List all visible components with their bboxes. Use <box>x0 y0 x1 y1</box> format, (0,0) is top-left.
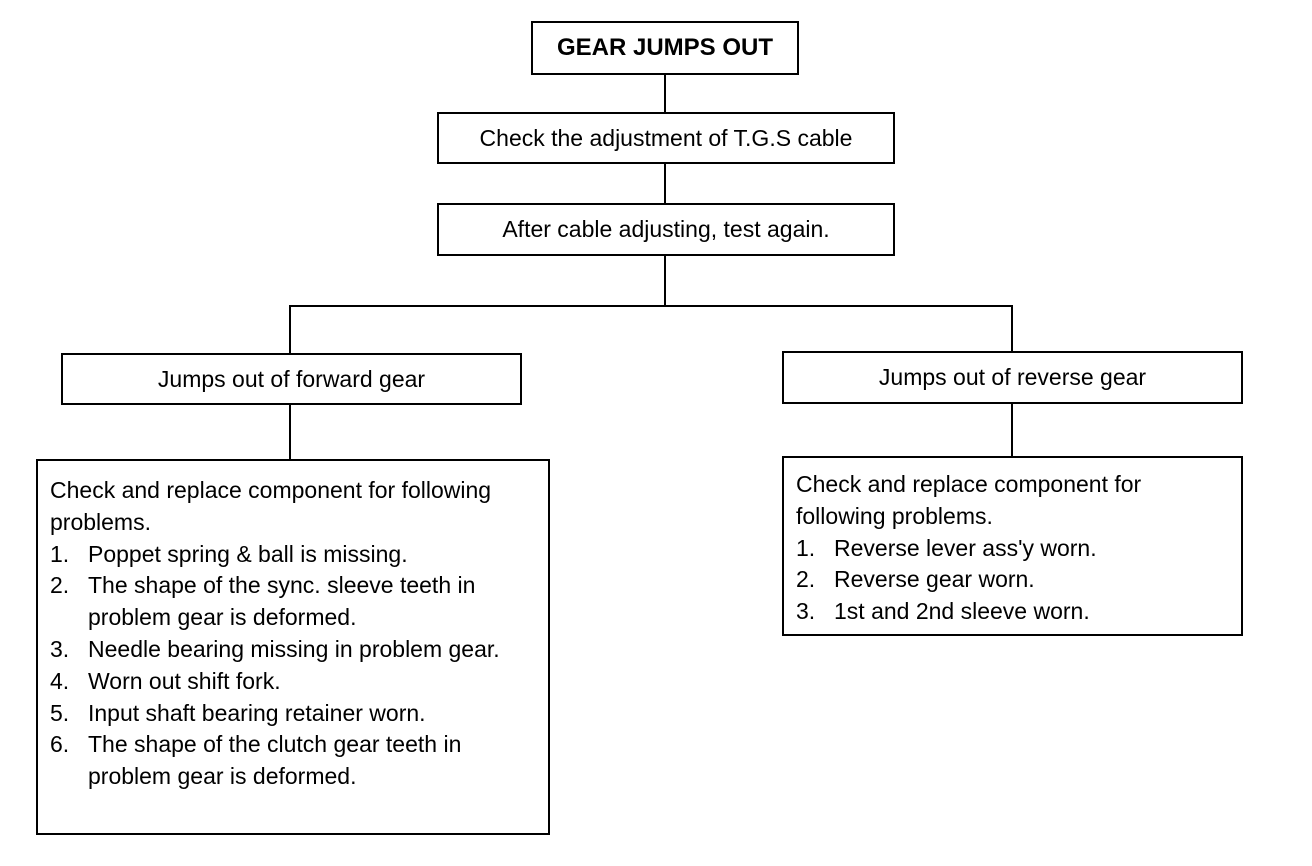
forward-gear-box: Jumps out of forward gear <box>61 353 522 405</box>
list-item: 2. The shape of the sync. sleeve teeth in… <box>50 570 538 634</box>
item-text: The shape of the clutch gear teeth in pr… <box>88 731 462 790</box>
item-number: 2. <box>796 566 816 593</box>
test-again-label: After cable adjusting, test again. <box>502 216 830 242</box>
connector-branch-horizontal <box>289 305 1013 307</box>
forward-problems-list: 1. Poppet spring & ball is missing. 2. The… <box>50 539 538 793</box>
reverse-problems-list: 1. Reverse lever ass'y worn. 2. Reverse ge… <box>796 533 1231 628</box>
item-number: 1. <box>50 540 70 567</box>
list-item: 4. Worn out shift fork. <box>50 666 538 698</box>
item-text: Reverse gear worn. <box>834 566 1035 593</box>
list-item: 6. The shape of the clutch gear teeth in … <box>50 729 538 793</box>
item-text: 1st and 2nd sleeve worn. <box>834 598 1090 625</box>
test-again-box: After cable adjusting, test again. <box>437 203 895 256</box>
item-number: 5. <box>50 699 70 726</box>
list-item: 3. Needle bearing missing in problem gear… <box>50 634 538 666</box>
connector-split-to-reverse <box>1011 305 1013 351</box>
reverse-problems-intro: Check and replace component for followin… <box>796 471 1142 529</box>
reverse-gear-label: Jumps out of reverse gear <box>878 364 1147 390</box>
item-text: Reverse lever ass'y worn. <box>834 534 1097 561</box>
list-item: 1. Reverse lever ass'y worn. <box>796 533 1231 565</box>
connector-title-to-check <box>664 75 666 112</box>
connector-check-to-adjust <box>664 164 666 203</box>
check-cable-box: Check the adjustment of T.G.S cable <box>437 112 895 164</box>
reverse-gear-box: Jumps out of reverse gear <box>782 351 1243 404</box>
forward-problems-intro: Check and replace component for followin… <box>50 477 492 535</box>
item-number: 4. <box>50 667 70 694</box>
item-number: 3. <box>50 635 70 662</box>
forward-problems-box: Check and replace component for followin… <box>36 459 550 835</box>
reverse-problems-box: Check and replace component for followin… <box>782 456 1243 636</box>
item-number: 3. <box>796 598 816 625</box>
check-cable-label: Check the adjustment of T.G.S cable <box>479 124 853 151</box>
item-text: Input shaft bearing retainer worn. <box>88 699 426 726</box>
list-item: 2. Reverse gear worn. <box>796 564 1231 596</box>
item-number: 1. <box>796 534 816 561</box>
connector-adjust-to-split <box>664 256 666 307</box>
item-number: 6. <box>50 731 70 758</box>
item-text: Needle bearing missing in problem gear. <box>88 635 500 662</box>
list-item: 1. Poppet spring & ball is missing. <box>50 539 538 571</box>
connector-forward-to-detail <box>289 405 291 459</box>
title-box: GEAR JUMPS OUT <box>531 21 799 75</box>
list-item: 5. Input shaft bearing retainer worn. <box>50 698 538 730</box>
item-text: The shape of the sync. sleeve teeth in p… <box>88 572 476 631</box>
list-item: 3. 1st and 2nd sleeve worn. <box>796 596 1231 628</box>
item-text: Poppet spring & ball is missing. <box>88 540 408 567</box>
item-number: 2. <box>50 572 70 599</box>
item-text: Worn out shift fork. <box>88 667 281 694</box>
connector-reverse-to-detail <box>1011 404 1013 456</box>
connector-split-to-forward <box>289 305 291 353</box>
forward-gear-label: Jumps out of forward gear <box>157 365 426 392</box>
flowchart-title: GEAR JUMPS OUT <box>556 34 774 61</box>
